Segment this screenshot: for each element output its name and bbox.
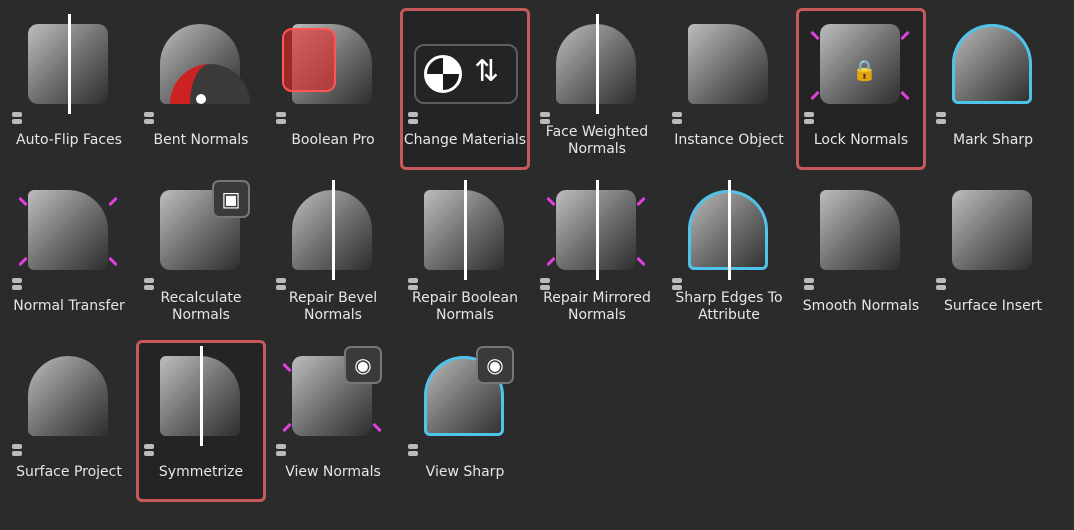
- lock-icon: 🔒: [852, 58, 877, 82]
- geometry-nodes-icon: [804, 278, 818, 292]
- asset-thumbnail: ◉: [414, 346, 514, 446]
- asset-item-surface-project[interactable]: Surface Project: [4, 340, 134, 502]
- asset-item-instance-object[interactable]: Instance Object: [664, 8, 794, 170]
- eye-icon: ◉: [344, 346, 382, 384]
- asset-label: Mark Sharp: [953, 132, 1033, 148]
- asset-thumbnail: [282, 180, 382, 280]
- asset-label: Smooth Normals: [802, 298, 920, 314]
- asset-thumbnail: [810, 180, 910, 280]
- geometry-nodes-icon: [408, 278, 422, 292]
- asset-item-repair-bevel-normals[interactable]: Repair Bevel Normals: [268, 174, 398, 336]
- asset-item-view-sharp[interactable]: ◉ View Sharp: [400, 340, 530, 502]
- asset-item-sharp-edges-to-attribute[interactable]: Sharp Edges To Attribute: [664, 174, 794, 336]
- asset-label: Normal Transfer: [13, 298, 125, 314]
- geometry-nodes-icon: [936, 278, 950, 292]
- geometry-nodes-icon: [276, 112, 290, 126]
- geometry-nodes-icon: [936, 112, 950, 126]
- asset-item-surface-insert[interactable]: Surface Insert: [928, 174, 1058, 336]
- asset-item-recalculate-normals[interactable]: ▣ Recalculate Normals: [136, 174, 266, 336]
- geometry-nodes-icon: [144, 278, 158, 292]
- asset-label: Repair Boolean Normals: [412, 290, 518, 323]
- asset-item-symmetrize[interactable]: Symmetrize: [136, 340, 266, 502]
- asset-label: Repair Mirrored Normals: [543, 290, 651, 323]
- asset-thumbnail: [414, 180, 514, 280]
- asset-label: Recalculate Normals: [160, 290, 242, 323]
- asset-label: Boolean Pro: [291, 132, 375, 148]
- asset-label: Instance Object: [674, 132, 784, 148]
- asset-thumbnail: [678, 14, 778, 114]
- geometry-nodes-icon: [276, 444, 290, 458]
- asset-label: Lock Normals: [813, 132, 909, 148]
- asset-item-repair-mirrored-normals[interactable]: Repair Mirrored Normals: [532, 174, 662, 336]
- asset-item-face-weighted-normals[interactable]: Face Weighted Normals: [532, 8, 662, 170]
- asset-label: Change Materials: [403, 132, 527, 148]
- asset-item-smooth-normals[interactable]: Smooth Normals: [796, 174, 926, 336]
- asset-thumbnail: [282, 14, 382, 114]
- geometry-nodes-icon: [276, 278, 290, 292]
- asset-item-view-normals[interactable]: ◉ View Normals: [268, 340, 398, 502]
- asset-thumbnail: ▣: [150, 180, 250, 280]
- asset-item-bent-normals[interactable]: Bent Normals: [136, 8, 266, 170]
- asset-thumbnail: [150, 346, 250, 446]
- asset-thumbnail: [942, 180, 1042, 280]
- asset-item-normal-transfer[interactable]: Normal Transfer: [4, 174, 134, 336]
- geometry-nodes-icon: [144, 444, 158, 458]
- node-graph-badge-icon: ▣: [212, 180, 250, 218]
- asset-thumbnail: [942, 14, 1042, 114]
- asset-label: View Sharp: [425, 464, 505, 480]
- asset-label: Surface Insert: [944, 298, 1042, 314]
- geometry-nodes-icon: [408, 112, 422, 126]
- asset-label: Sharp Edges To Attribute: [675, 290, 783, 323]
- geometry-nodes-icon: [144, 112, 158, 126]
- geometry-nodes-icon: [804, 112, 818, 126]
- asset-item-mark-sharp[interactable]: Mark Sharp: [928, 8, 1058, 170]
- asset-label: Surface Project: [16, 464, 122, 480]
- asset-thumbnail: 🔒: [810, 14, 910, 114]
- geometry-nodes-icon: [672, 278, 686, 292]
- material-swap-icon: ⇅: [414, 44, 518, 104]
- geometry-nodes-icon: [540, 278, 554, 292]
- asset-thumbnail: [678, 180, 778, 280]
- asset-label: Auto-Flip Faces: [16, 132, 122, 148]
- asset-item-repair-boolean-normals[interactable]: Repair Boolean Normals: [400, 174, 530, 336]
- asset-item-auto-flip-faces[interactable]: Auto-Flip Faces: [4, 8, 134, 170]
- asset-label: Face Weighted Normals: [545, 124, 649, 157]
- asset-label: View Normals: [285, 464, 381, 480]
- asset-label: Symmetrize: [158, 464, 244, 480]
- geometry-nodes-icon: [12, 278, 26, 292]
- asset-label: Repair Bevel Normals: [288, 290, 378, 323]
- geometry-nodes-icon: [672, 112, 686, 126]
- asset-item-boolean-pro[interactable]: Boolean Pro: [268, 8, 398, 170]
- geometry-nodes-icon: [408, 444, 422, 458]
- asset-thumbnail: [18, 180, 118, 280]
- asset-item-change-materials[interactable]: ⇅ Change Materials: [400, 8, 530, 170]
- asset-thumbnail: [18, 14, 118, 114]
- asset-item-lock-normals[interactable]: 🔒 Lock Normals: [796, 8, 926, 170]
- eye-icon: ◉: [476, 346, 514, 384]
- asset-thumbnail: [150, 14, 250, 114]
- asset-thumbnail: [546, 14, 646, 114]
- asset-thumbnail: ◉: [282, 346, 382, 446]
- asset-thumbnail: [546, 180, 646, 280]
- geometry-nodes-icon: [540, 112, 554, 126]
- asset-thumbnail: ⇅: [414, 14, 518, 114]
- asset-thumbnail: [18, 346, 118, 446]
- geometry-nodes-icon: [12, 444, 26, 458]
- asset-label: Bent Normals: [153, 132, 249, 148]
- geometry-nodes-icon: [12, 112, 26, 126]
